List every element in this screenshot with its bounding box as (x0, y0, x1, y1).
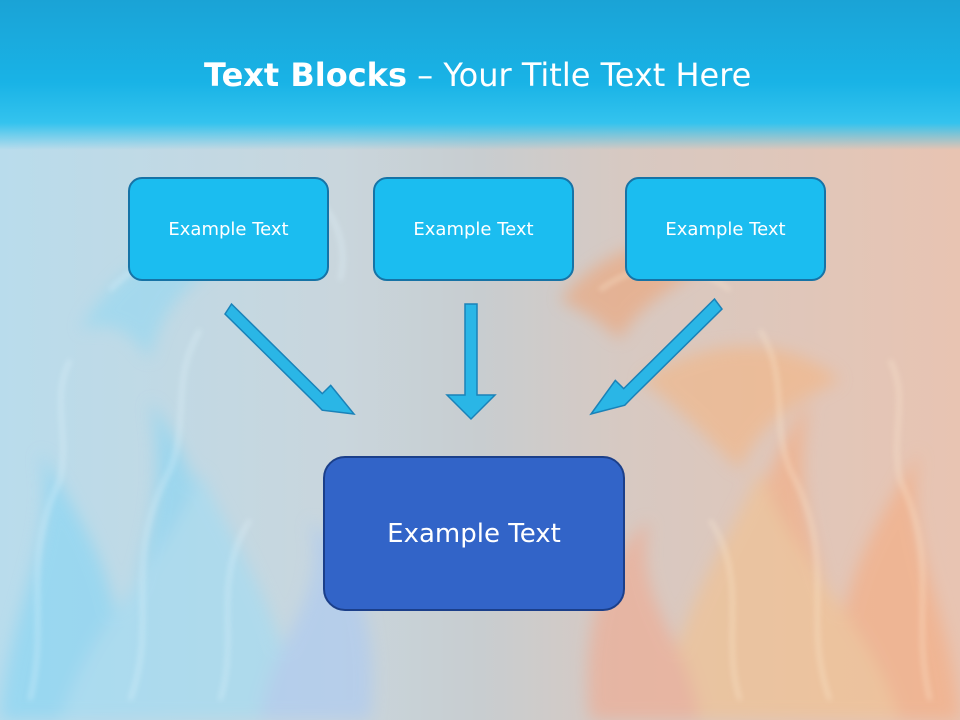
title-separator: – (407, 56, 444, 94)
text-block-2: Example Text (373, 177, 574, 281)
arrow-right-diagonal (589, 297, 723, 416)
arrow-center-down (445, 303, 497, 421)
arrow-left-diagonal (224, 302, 356, 415)
text-block-3: Example Text (625, 177, 826, 281)
title-rest: Your Title Text Here (443, 56, 752, 94)
header-band (0, 0, 960, 150)
text-block-1: Example Text (128, 177, 329, 281)
page-title: Text Blocks – Your Title Text Here (204, 56, 751, 94)
main-text-block: Example Text (323, 456, 625, 611)
title-bold: Text Blocks (204, 56, 407, 94)
